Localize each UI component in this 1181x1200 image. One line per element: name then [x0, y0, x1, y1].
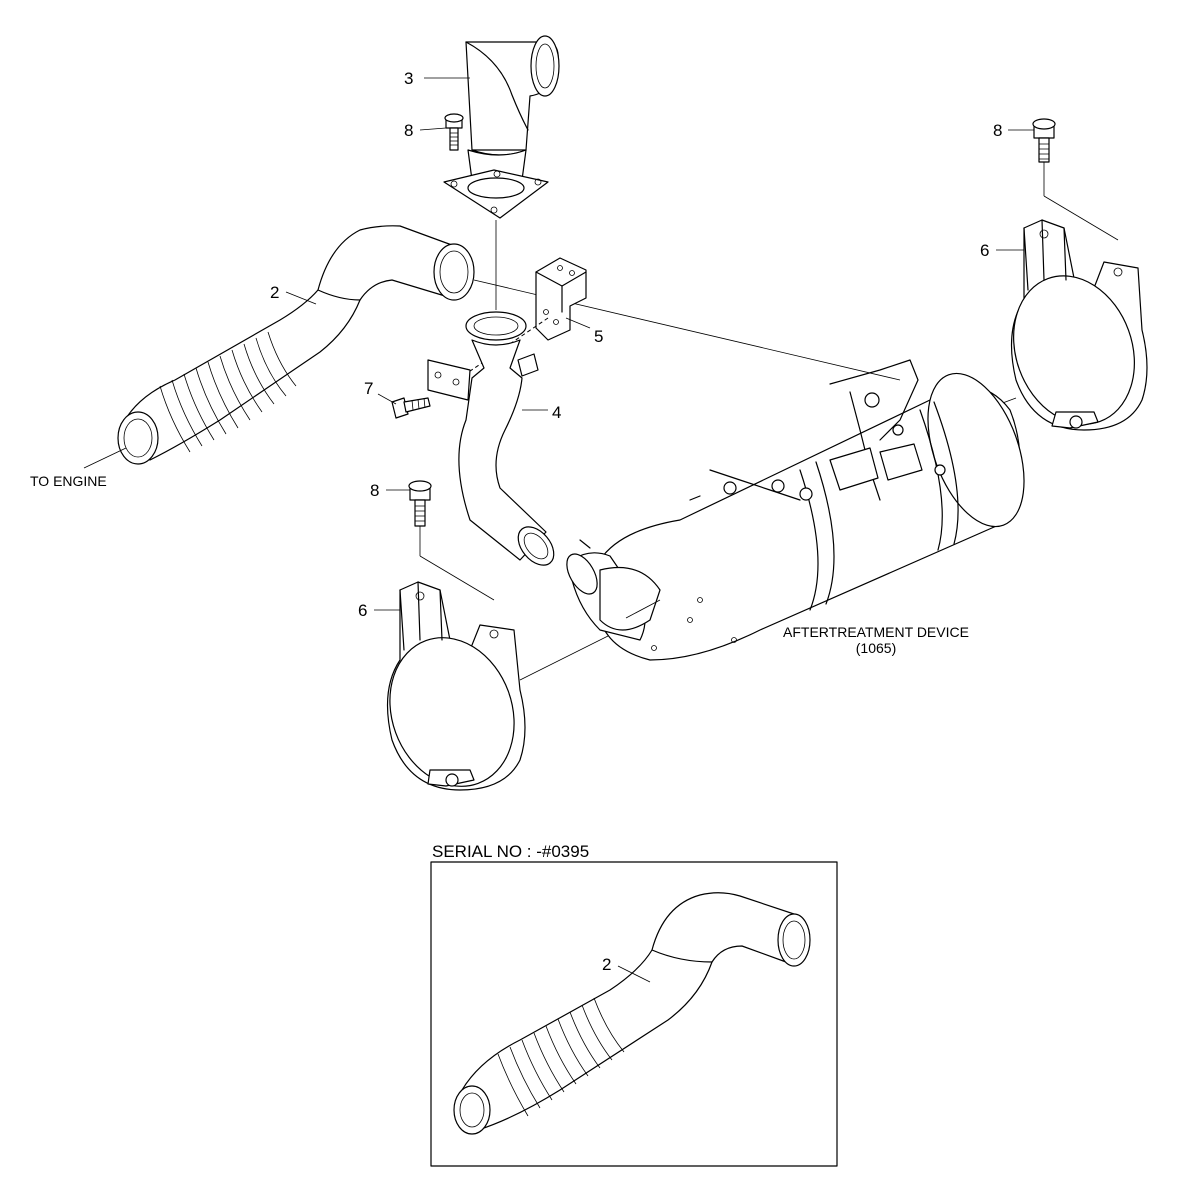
label-aftertreatment-device: AFTERTREATMENT DEVICE: [783, 624, 969, 640]
part-2-flex-pipe[interactable]: [117, 225, 901, 465]
part-6-clamp-left[interactable]: [370, 581, 641, 804]
label-part-2: 2: [270, 283, 279, 302]
part-3-elbow-pipe[interactable]: [443, 35, 560, 310]
inset-frame: [430, 861, 838, 1167]
part-6-clamp-right[interactable]: [994, 219, 1155, 441]
leader-lines: [83, 77, 1034, 611]
inset-label-part-2: 2: [602, 955, 611, 974]
label-part-3: 3: [404, 69, 413, 88]
aftertreatment-device[interactable]: [561, 359, 1043, 661]
label-to-engine: TO ENGINE: [30, 473, 107, 489]
label-part-7: 7: [364, 379, 373, 398]
part-8-bolt-right[interactable]: [1032, 118, 1119, 241]
part-4-pipe[interactable]: [427, 311, 561, 572]
part-8-bolt-left[interactable]: [408, 480, 495, 601]
label-part-5: 5: [594, 327, 603, 346]
inset-part-2-flex-pipe[interactable]: [453, 892, 811, 1135]
part-7-bolt[interactable]: [391, 397, 431, 419]
label-part-6-right: 6: [980, 241, 989, 260]
part-8-bolt-top[interactable]: [444, 113, 464, 151]
inset-leader-line: [617, 965, 651, 983]
label-part-4: 4: [552, 403, 561, 422]
label-part-6-left: 6: [358, 601, 367, 620]
label-part-8-right: 8: [993, 121, 1002, 140]
label-part-8-top: 8: [404, 121, 413, 140]
label-aftertreatment-code: (1065): [856, 640, 896, 656]
label-part-8-left: 8: [370, 481, 379, 500]
inset-title: SERIAL NO : -#0395: [432, 842, 589, 861]
